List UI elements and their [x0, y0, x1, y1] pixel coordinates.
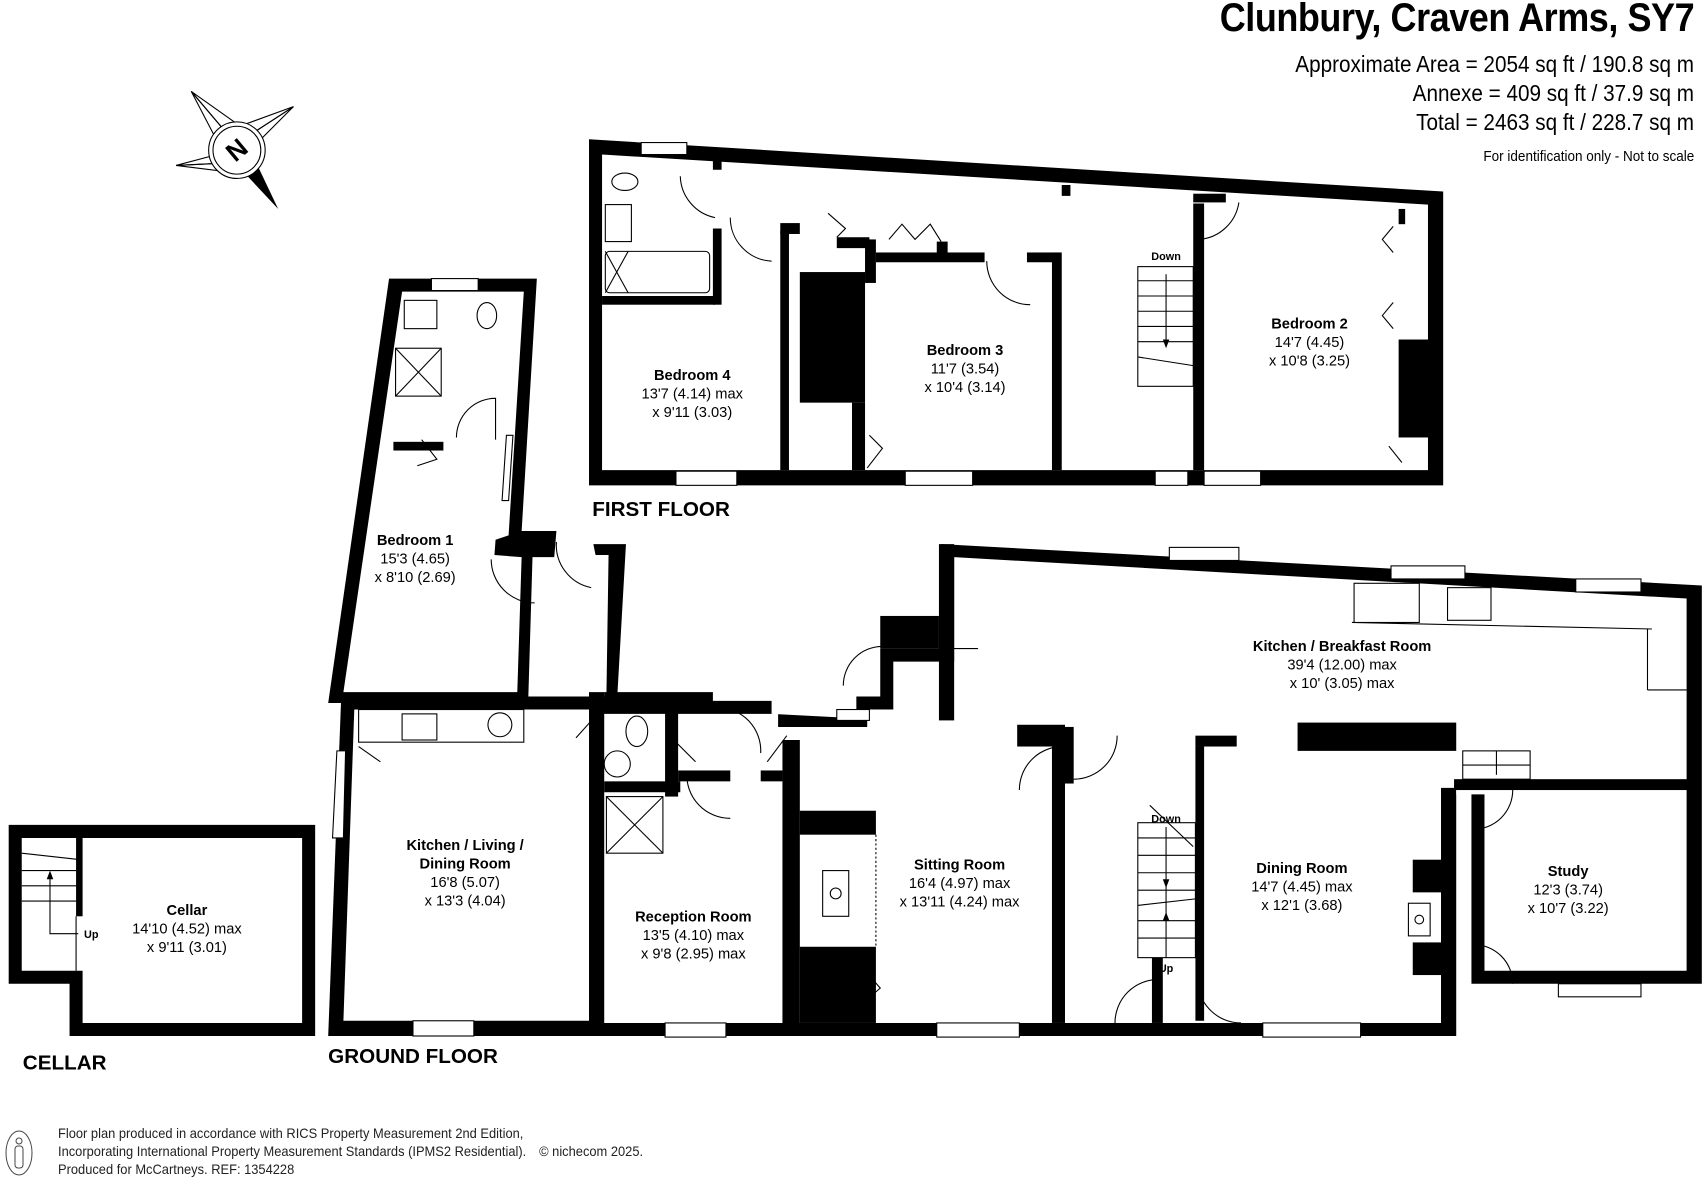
annexe-area: Annexe = 409 sq ft / 37.9 sq m	[1412, 80, 1694, 106]
svg-text:Dining Room: Dining Room	[1256, 861, 1347, 877]
first-floor-plan: Down	[589, 139, 1444, 486]
svg-text:39'4 (12.00) max: 39'4 (12.00) max	[1287, 657, 1397, 673]
svg-text:x 13'3 (4.04): x 13'3 (4.04)	[425, 893, 506, 909]
svg-text:14'7 (4.45): 14'7 (4.45)	[1275, 335, 1345, 351]
north-compass-icon: N	[175, 90, 294, 209]
footer-line-3: Produced for McCartneys. REF: 1354228	[58, 1161, 295, 1177]
footer-notes: Floor plan produced in accordance with R…	[58, 1124, 643, 1178]
room-bedroom-4: Bedroom 4 13'7 (4.14) max x 9'11 (3.03)	[642, 368, 744, 421]
cellar-label: CELLAR	[23, 1052, 107, 1075]
ground-stairs-up-label: Up	[1159, 963, 1174, 975]
svg-text:Bedroom 3: Bedroom 3	[927, 343, 1004, 359]
svg-text:16'4 (4.97) max: 16'4 (4.97) max	[909, 876, 1011, 892]
svg-text:Kitchen / Living /: Kitchen / Living /	[406, 838, 523, 854]
svg-text:Sitting Room: Sitting Room	[914, 857, 1005, 873]
room-sitting: Sitting Room 16'4 (4.97) max x 13'11 (4.…	[900, 857, 1021, 910]
person-scale-icon	[5, 1130, 33, 1176]
svg-text:12'3 (3.74): 12'3 (3.74)	[1533, 883, 1603, 899]
svg-text:Kitchen / Breakfast Room: Kitchen / Breakfast Room	[1253, 639, 1431, 655]
svg-text:Bedroom 4: Bedroom 4	[654, 368, 731, 384]
area-summary: Approximate Area = 2054 sq ft / 190.8 sq…	[1251, 50, 1694, 137]
svg-text:14'10 (4.52) max: 14'10 (4.52) max	[132, 922, 242, 938]
svg-text:x 9'8 (2.95) max: x 9'8 (2.95) max	[641, 947, 746, 963]
room-kitchen-breakfast: Kitchen / Breakfast Room 39'4 (12.00) ma…	[1253, 639, 1431, 692]
room-bedroom-2: Bedroom 2 14'7 (4.45) x 10'8 (3.25)	[1269, 317, 1350, 370]
svg-text:x 10'4 (3.14): x 10'4 (3.14)	[924, 380, 1005, 396]
svg-text:Cellar: Cellar	[167, 903, 208, 919]
scale-disclaimer: For identification only - Not to scale	[1483, 148, 1694, 165]
room-cellar: Cellar 14'10 (4.52) max x 9'11 (3.01)	[132, 903, 242, 956]
svg-text:x 9'11 (3.01): x 9'11 (3.01)	[147, 940, 227, 956]
cellar-plan: Up	[8, 824, 316, 1036]
svg-text:13'7 (4.14) max: 13'7 (4.14) max	[642, 386, 744, 402]
room-reception: Reception Room 13'5 (4.10) max x 9'8 (2.…	[635, 910, 751, 963]
copyright: © nichecom 2025.	[539, 1143, 644, 1159]
total-area: Total = 2463 sq ft / 228.7 sq m	[1416, 109, 1694, 135]
approximate-area: Approximate Area = 2054 sq ft / 190.8 sq…	[1295, 51, 1694, 77]
svg-text:x 8'10 (2.69): x 8'10 (2.69)	[375, 570, 456, 586]
svg-text:Bedroom 2: Bedroom 2	[1271, 317, 1348, 333]
svg-text:Bedroom 1: Bedroom 1	[377, 533, 454, 549]
svg-text:Study: Study	[1548, 864, 1590, 880]
svg-text:16'8 (5.07): 16'8 (5.07)	[430, 875, 500, 891]
property-title: Clunbury, Craven Arms, SY7	[1219, 0, 1695, 40]
svg-text:x 9'11 (3.03): x 9'11 (3.03)	[652, 405, 732, 421]
svg-text:13'5 (4.10) max: 13'5 (4.10) max	[643, 928, 745, 944]
svg-text:x 10'8 (3.25): x 10'8 (3.25)	[1269, 354, 1350, 370]
room-kitchen-living-dining: Kitchen / Living / Dining Room 16'8 (5.0…	[406, 838, 523, 910]
svg-text:Dining Room: Dining Room	[420, 856, 511, 872]
svg-text:x 13'11 (4.24) max: x 13'11 (4.24) max	[900, 894, 1021, 910]
ground-floor-label: GROUND FLOOR	[328, 1045, 498, 1068]
room-bedroom-1: Bedroom 1 15'3 (4.65) x 8'10 (2.69)	[375, 533, 456, 586]
cellar-stairs-label: Up	[84, 929, 99, 941]
footer-line-1: Floor plan produced in accordance with R…	[58, 1125, 524, 1141]
room-study: Study 12'3 (3.74) x 10'7 (3.22)	[1528, 864, 1609, 917]
bedroom-1-wing	[328, 278, 626, 703]
room-dining: Dining Room 14'7 (4.45) max x 12'1 (3.68…	[1251, 861, 1353, 914]
svg-text:x 12'1 (3.68): x 12'1 (3.68)	[1261, 898, 1342, 914]
svg-text:Reception Room: Reception Room	[635, 910, 751, 926]
svg-text:x 10' (3.05) max: x 10' (3.05) max	[1290, 676, 1395, 692]
svg-text:15'3 (4.65): 15'3 (4.65)	[380, 552, 450, 568]
room-bedroom-3: Bedroom 3 11'7 (3.54) x 10'4 (3.14)	[924, 343, 1005, 396]
ground-stairs-down-label: Down	[1151, 814, 1181, 826]
svg-text:x 10'7 (3.22): x 10'7 (3.22)	[1528, 901, 1609, 917]
svg-text:14'7 (4.45) max: 14'7 (4.45) max	[1251, 879, 1353, 895]
ground-floor-plan: Down Up	[328, 544, 1702, 1038]
first-floor-stairs-label: Down	[1151, 251, 1181, 263]
svg-text:11'7 (3.54): 11'7 (3.54)	[931, 361, 1000, 377]
footer-line-2: Incorporating International Property Mea…	[58, 1143, 527, 1159]
first-floor-label: FIRST FLOOR	[592, 498, 730, 521]
